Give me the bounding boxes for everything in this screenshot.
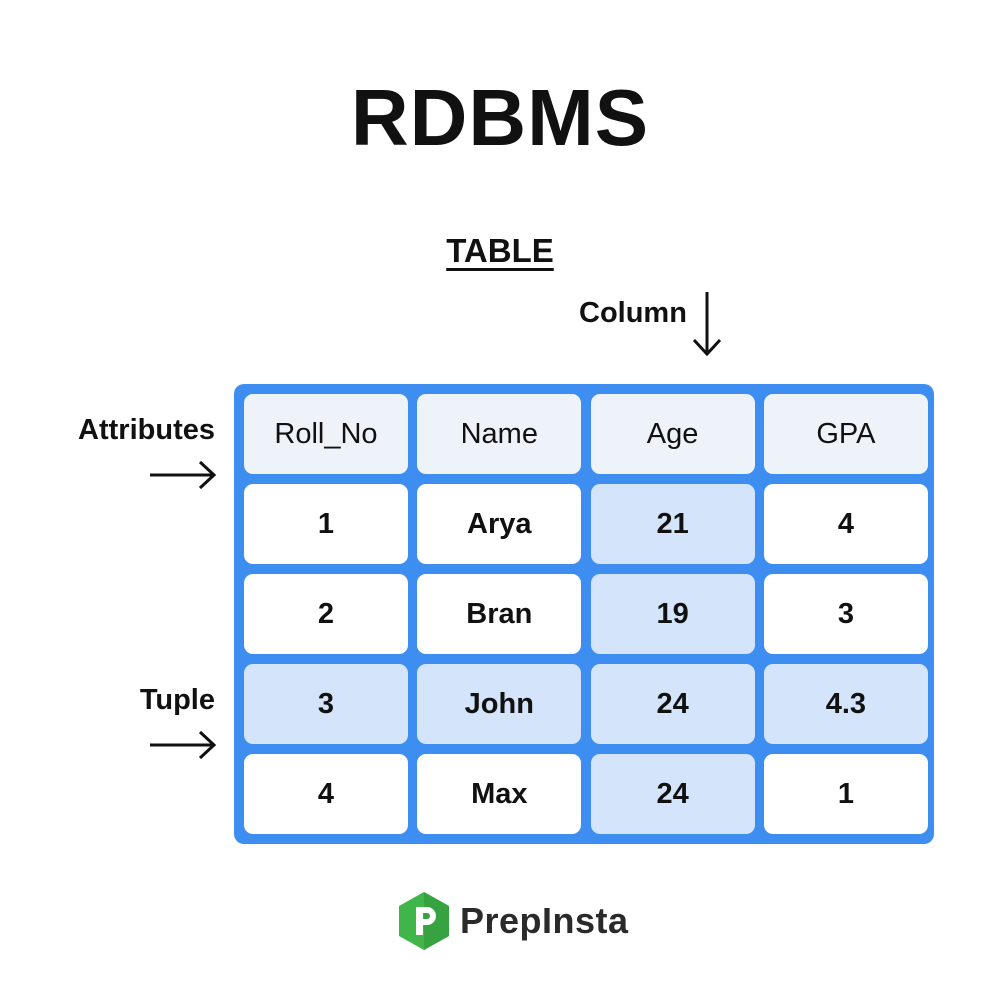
header-cell-roll-no: Roll_No: [244, 394, 408, 474]
table-cell-column-highlight: 19: [590, 574, 755, 654]
prepinsta-logo: PrepInsta: [396, 890, 629, 952]
table-cell-tuple-highlight: John: [417, 664, 582, 744]
logo-text: PrepInsta: [460, 900, 629, 941]
arrow-down-icon: [692, 292, 722, 357]
table-cell: Arya: [417, 484, 582, 564]
table-cell: 2: [244, 574, 408, 654]
prepinsta-logo-icon: [399, 892, 449, 950]
table-cell: 1: [244, 484, 408, 564]
arrow-right-icon: [150, 730, 217, 760]
table-cell-column-highlight: 24: [590, 754, 755, 834]
tuple-label: Tuple: [139, 684, 215, 716]
table-cell-tuple-highlight: 24: [590, 664, 755, 744]
header-cell-name: Name: [417, 394, 582, 474]
attributes-label: Attributes: [78, 414, 215, 446]
table-cell: Max: [417, 754, 582, 834]
table-cell: 1: [763, 754, 928, 834]
table-cell: 4: [763, 484, 928, 564]
table-cell-column-highlight: 21: [590, 484, 755, 564]
page-title: RDBMS: [350, 73, 650, 162]
table-cell-tuple-highlight: 4.3: [763, 664, 928, 744]
column-label: Column: [579, 297, 687, 329]
table-cell-tuple-highlight: 3: [244, 664, 408, 744]
table-cell: Bran: [417, 574, 582, 654]
table-cell: 3: [763, 574, 928, 654]
header-cell-age: Age: [590, 394, 755, 474]
table: Roll_No Name Age GPA 1 Arya 21 4 2 Bran …: [234, 384, 934, 844]
header-cell-gpa: GPA: [763, 394, 928, 474]
table-subtitle: TABLE: [446, 232, 554, 269]
arrow-right-icon: [150, 460, 217, 490]
table-cell: 4: [244, 754, 408, 834]
